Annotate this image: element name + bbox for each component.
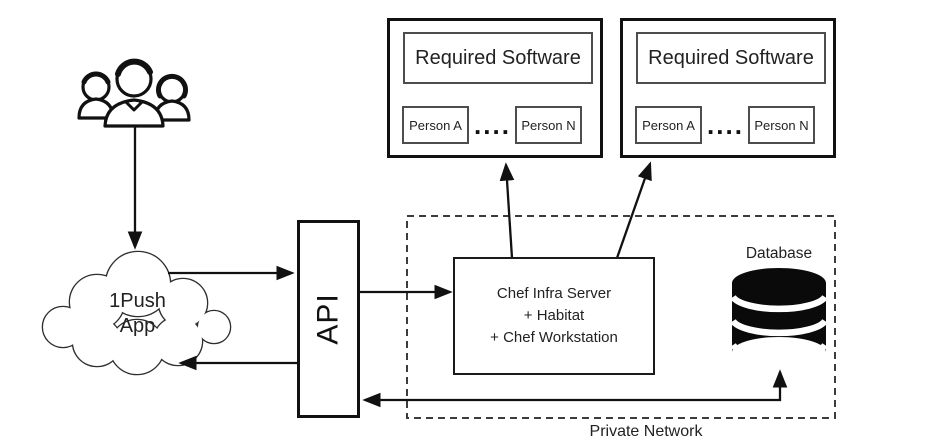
onepush-app-line2: App bbox=[119, 315, 156, 337]
required-software-label: Required Software bbox=[648, 46, 814, 69]
private-network-boundary bbox=[406, 215, 836, 419]
private-network-label: Private Network bbox=[589, 423, 703, 440]
ellipsis-separator: .... bbox=[707, 110, 744, 140]
arrow-database-api-link bbox=[362, 369, 788, 408]
person-a-label: Person A bbox=[642, 117, 695, 133]
required-software-box: Required Software bbox=[403, 32, 593, 84]
software-cluster-1: Required Software Person A .... Person N bbox=[387, 18, 603, 158]
ellipsis-separator: .... bbox=[474, 110, 511, 140]
person-n-box: Person N bbox=[515, 106, 582, 144]
onepush-app-node: 1Push App bbox=[75, 289, 200, 339]
database-label: Database bbox=[745, 245, 813, 262]
person-n-box: Person N bbox=[748, 106, 815, 144]
person-a-label: Person A bbox=[409, 117, 462, 133]
cloud-shape bbox=[41, 250, 232, 376]
software-cluster-2: Required Software Person A .... Person N bbox=[620, 18, 836, 158]
users-group-icon bbox=[77, 58, 191, 128]
api-label: API bbox=[311, 293, 345, 345]
person-a-box: Person A bbox=[402, 106, 469, 144]
person-n-label: Person N bbox=[521, 117, 576, 133]
onepush-app-line1: 1Push bbox=[109, 290, 166, 312]
chef-server-line1: Chef Infra Server bbox=[496, 285, 612, 303]
database-cylinder-icon bbox=[730, 268, 828, 361]
arrow-chef-to-cluster-1 bbox=[499, 162, 515, 259]
chef-server-line2: + Habitat bbox=[523, 307, 585, 325]
person-n-label: Person N bbox=[754, 117, 809, 133]
api-node: API bbox=[297, 220, 360, 418]
chef-server-line3: + Chef Workstation bbox=[490, 328, 618, 346]
arrow-chef-to-cluster-2 bbox=[615, 161, 652, 259]
person-a-box: Person A bbox=[635, 106, 702, 144]
required-software-label: Required Software bbox=[415, 46, 581, 69]
chef-infra-server-node: Chef Infra Server + Habitat + Chef Works… bbox=[453, 257, 655, 375]
required-software-box: Required Software bbox=[636, 32, 826, 84]
